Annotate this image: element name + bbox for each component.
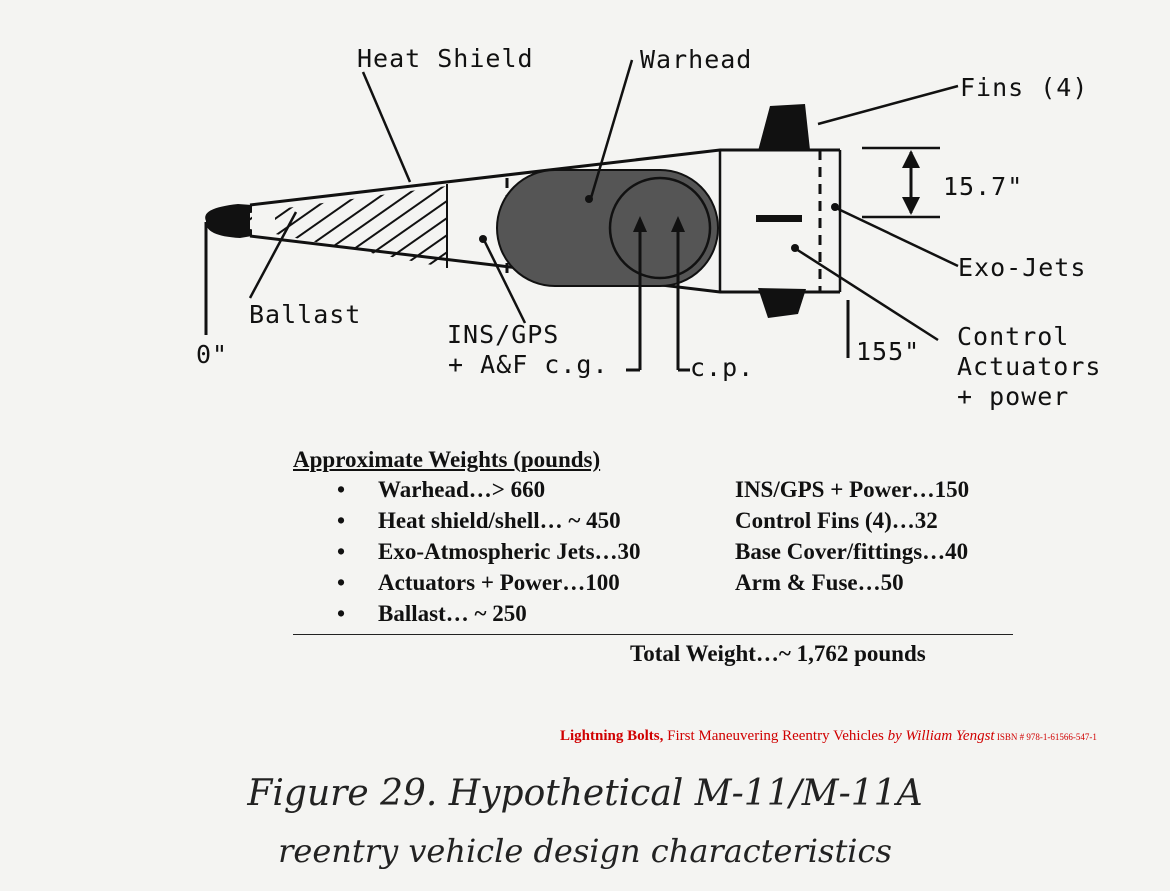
weights-row: • Actuators + Power…100 Arm & Fuse…50 xyxy=(293,570,1033,601)
weight-right: Control Fins (4)…32 xyxy=(735,508,938,533)
weights-row: • Ballast… ~ 250 xyxy=(293,601,1033,632)
weights-row: • Heat shield/shell… ~ 450 Control Fins … xyxy=(293,508,1033,539)
label-ins-gps: INS/GPS xyxy=(447,320,560,349)
weights-row: • Exo-Atmospheric Jets…30 Base Cover/fit… xyxy=(293,539,1033,570)
exo-jet-marker xyxy=(756,215,802,222)
credit-title: Lightning Bolts, xyxy=(560,728,664,744)
bullet: • xyxy=(337,508,346,533)
bullet: • xyxy=(337,539,346,564)
label-heat-shield: Heat Shield xyxy=(357,44,534,73)
warhead-body xyxy=(496,169,719,287)
fin-bottom xyxy=(758,288,806,318)
bullet: • xyxy=(337,570,346,595)
weight-right: Base Cover/fittings…40 xyxy=(735,539,969,564)
label-length: 155" xyxy=(856,337,921,366)
credit-isbn: ISBN # 978-1-61566-547-1 xyxy=(994,732,1097,742)
label-ballast: Ballast xyxy=(249,300,362,329)
fin-top xyxy=(758,104,810,151)
warhead-inner-circle xyxy=(608,176,712,280)
label-warhead: Warhead xyxy=(640,45,753,74)
ballast-tip xyxy=(205,204,252,238)
label-control-line2: Actuators xyxy=(957,352,1102,381)
label-fins: Fins (4) xyxy=(960,73,1089,102)
weights-heading: Approximate Weights (pounds) xyxy=(293,447,601,472)
weight-right: Arm & Fuse…50 xyxy=(735,570,904,595)
weight-left: Exo-Atmospheric Jets…30 xyxy=(378,539,641,564)
weight-left: Actuators + Power…100 xyxy=(378,570,620,595)
weight-right: INS/GPS + Power…150 xyxy=(735,477,970,502)
weight-left: Warhead…> 660 xyxy=(378,477,546,502)
figure-caption-line2: reentry vehicle design characteristics xyxy=(278,832,892,870)
bullet: • xyxy=(337,601,346,626)
label-zero-inch: 0" xyxy=(196,340,229,369)
label-control-line3: + power xyxy=(957,382,1070,411)
figure-caption-line1: Figure 29. Hypothetical M-11/M-11A xyxy=(247,773,923,814)
label-exo-jets: Exo-Jets xyxy=(958,253,1087,282)
total-divider xyxy=(293,634,1013,635)
weight-left: Heat shield/shell… ~ 450 xyxy=(378,508,621,533)
total-weight: Total Weight…~ 1,762 pounds xyxy=(630,641,926,666)
weight-left: Ballast… ~ 250 xyxy=(378,601,527,626)
weights-row: • Warhead…> 660 INS/GPS + Power…150 xyxy=(293,477,1033,508)
book-credit: Lightning Bolts, First Maneuvering Reent… xyxy=(560,728,1097,745)
bullet: • xyxy=(337,477,346,502)
credit-author: by William Yengst xyxy=(887,728,995,744)
weights-table: Approximate Weights (pounds) • Warhead…>… xyxy=(293,447,1033,632)
label-af-cg: + A&F c.g. xyxy=(448,350,609,379)
label-control-line1: Control xyxy=(957,322,1070,351)
label-dimension: 15.7" xyxy=(943,172,1024,201)
label-cp: c.p. xyxy=(690,353,755,382)
credit-subtitle: First Maneuvering Reentry Vehicles xyxy=(663,728,888,744)
